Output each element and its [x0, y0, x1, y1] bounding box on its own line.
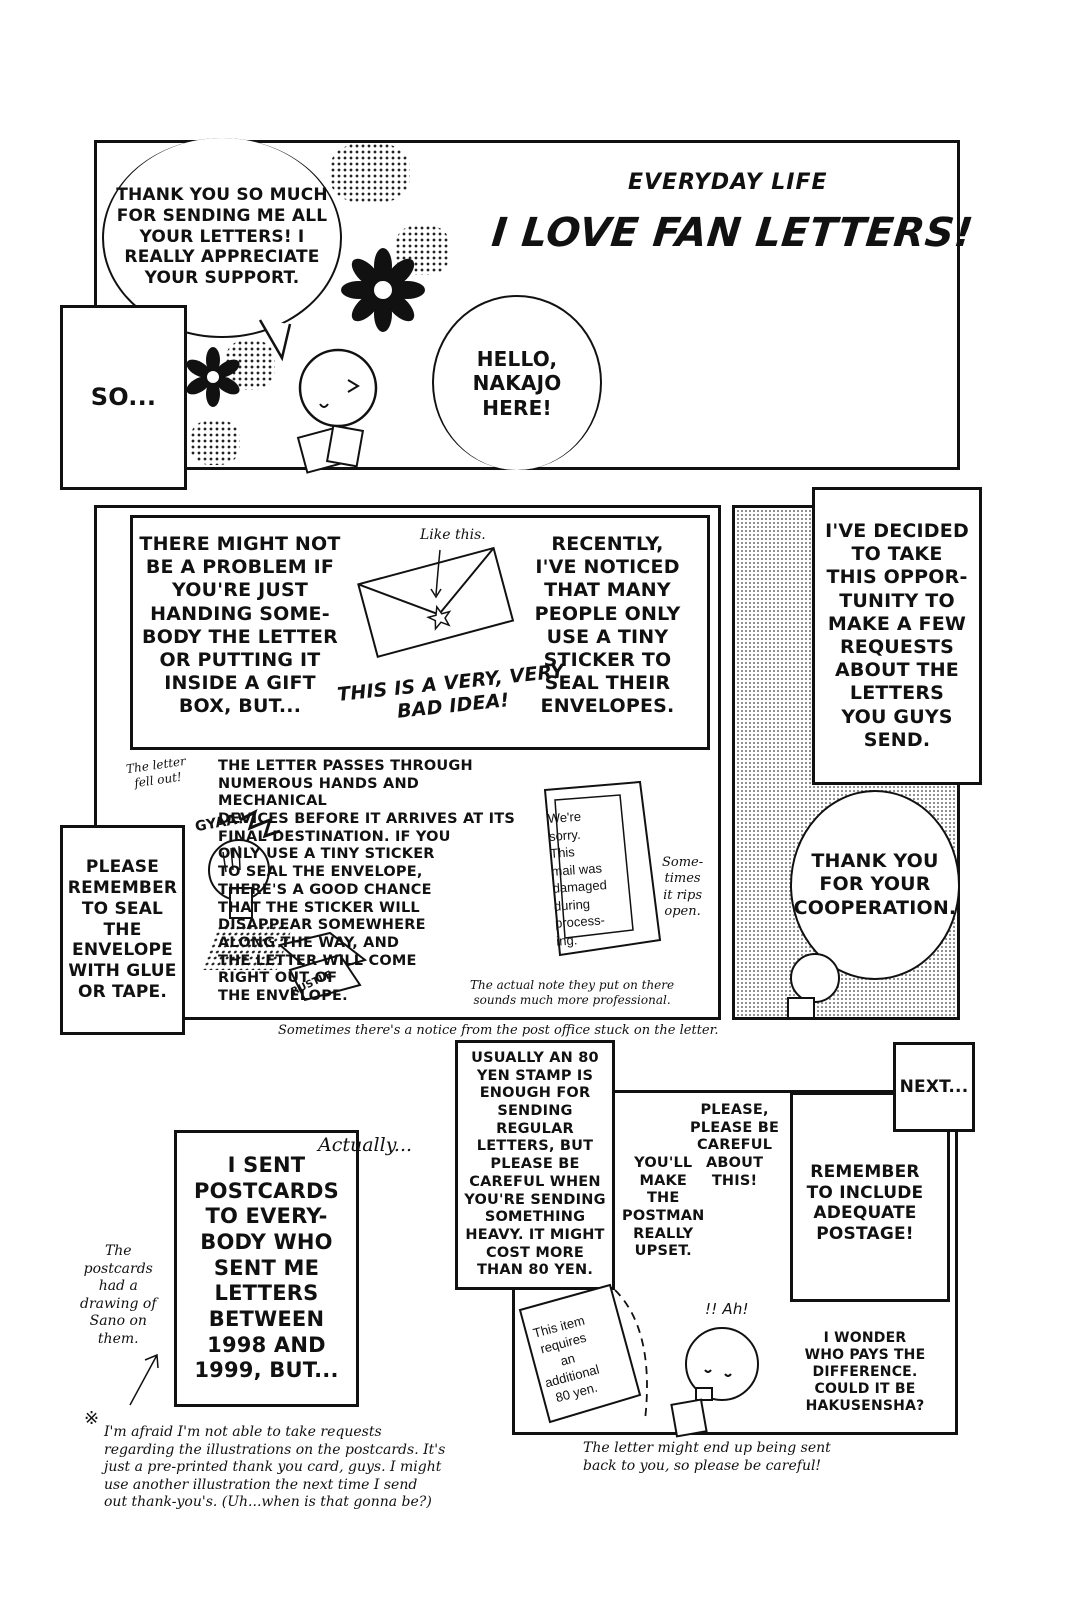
speech-thanks-text: THANK YOU SO MUCH FOR SENDING ME ALL YOU… — [116, 185, 328, 289]
caption-box-so: SO... — [60, 305, 187, 490]
screentone-flowers-bottom — [190, 420, 240, 465]
please-careful-text: PLEASE, PLEASE BE CAREFUL ABOUT THIS! — [690, 1102, 780, 1189]
caption-box-decided: I'VE DECIDED TO TAKE THIS OPPOR- TUNITY … — [812, 487, 982, 785]
remember-postage-text: REMEMBER TO INCLUDE ADEQUATE POSTAGE! — [806, 1162, 924, 1245]
caption-box-stamp: USUALLY AN 80 YEN STAMP IS ENOUGH FOR SE… — [455, 1040, 615, 1290]
so-text: SO... — [90, 382, 157, 411]
sent-back-caption: The letter might end up being sent back … — [583, 1440, 831, 1474]
decided-text: I'VE DECIDED TO TAKE THIS OPPOR- TUNITY … — [825, 520, 969, 751]
problem-text: THERE MIGHT NOT BE A PROBLEM IF YOU'RE J… — [139, 533, 341, 718]
footnote-mark: ※ — [84, 1408, 100, 1429]
item-requires-envelope — [518, 1283, 642, 1424]
please-remember-text: PLEASE REMEMBER TO SEAL THE ENVELOPE WIT… — [67, 857, 178, 1002]
hello-text: HELLO, NAKAJO HERE! — [472, 346, 562, 420]
chibi-author-reading — [296, 348, 378, 474]
zigzag-lines — [239, 808, 281, 839]
chibi-author-surprised — [670, 1327, 759, 1438]
wonder-text: I WONDER WHO PAYS THE DIFFERENCE. COULD … — [804, 1330, 926, 1415]
arrow-to-postcards — [129, 1353, 159, 1406]
cooperation-text: THANK YOU FOR YOUR COOPERATION. — [793, 850, 957, 919]
actual-note-caption: The actual note they put on there sounds… — [470, 978, 675, 1007]
chibi-author-bowing — [787, 953, 840, 1019]
speech-bubble-thanks: THANK YOU SO MUCH FOR SENDING ME ALL YOU… — [102, 138, 342, 338]
postal-notice-envelope — [543, 780, 662, 957]
screentone-flowers-top — [330, 143, 410, 203]
caption-box-next: NEXT... — [893, 1042, 975, 1132]
next-text: NEXT... — [899, 1076, 969, 1097]
dashed-arrow — [614, 1289, 648, 1421]
postal-notice-text: We're sorry. This mail was damaged durin… — [547, 808, 608, 949]
chibi-author-shocked — [208, 839, 270, 919]
sometimes-rips-note: Some- times it rips open. — [662, 855, 704, 919]
envelope-icon — [357, 546, 515, 658]
stamp-text: USUALLY AN 80 YEN STAMP IS ENOUGH FOR SE… — [464, 1050, 606, 1279]
torn-envelope-icon — [277, 931, 368, 1002]
postman-text: YOU'LL MAKE THE POSTMAN REALLY UPSET. — [622, 1155, 705, 1260]
caption-box-postcards: I SENT POSTCARDS TO EVERY- BODY WHO SENT… — [174, 1130, 359, 1407]
sent-postcards-text: I SENT POSTCARDS TO EVERY- BODY WHO SENT… — [194, 1153, 339, 1383]
notice-caption: Sometimes there's a notice from the post… — [278, 1023, 719, 1038]
page-title: I LOVE FAN LETTERS! — [489, 210, 976, 256]
speech-bubble-cooperation: THANK YOU FOR YOUR COOPERATION. — [790, 790, 960, 980]
recently-text: RECENTLY, I'VE NOTICED THAT MANY PEOPLE … — [534, 533, 681, 718]
footnote-text: I'm afraid I'm not able to take requests… — [104, 1424, 446, 1510]
passes-text: THE LETTER PASSES THROUGH NUMEROUS HANDS… — [218, 758, 515, 1004]
title-everyday-life: EVERYDAY LIFE — [628, 170, 828, 195]
flower-icon-small — [186, 347, 240, 407]
actually-note: Actually... — [318, 1134, 413, 1156]
like-this-note: Like this. — [420, 527, 486, 543]
postcards-side-note: The postcards had a drawing of Sano on t… — [80, 1243, 157, 1347]
speech-bubble-hello: HELLO, NAKAJO HERE! — [432, 295, 602, 470]
speech-tail-thanks — [258, 319, 292, 362]
caption-box-seal: PLEASE REMEMBER TO SEAL THE ENVELOPE WIT… — [60, 825, 185, 1035]
flower-icon-large — [341, 248, 425, 332]
ah-sfx: !! Ah! — [705, 1300, 749, 1318]
